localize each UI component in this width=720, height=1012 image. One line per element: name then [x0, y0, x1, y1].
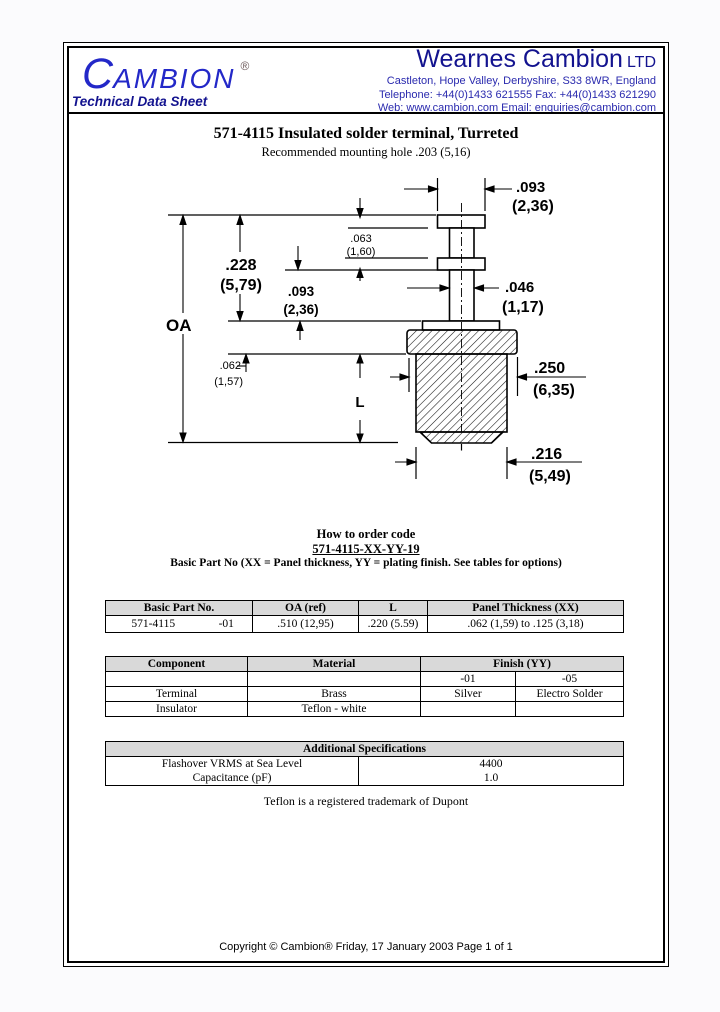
company-web-email: Web: www.cambion.com Email: enquiries@ca… — [377, 102, 656, 114]
oa-label: OA — [166, 316, 192, 335]
dim-flange-in: .062 — [220, 360, 241, 372]
dim-228-mask — [214, 252, 267, 294]
col-l: L — [358, 600, 428, 616]
cell-component: Insulator — [105, 701, 248, 717]
cell-panel: .062 (1,59) to .125 (3,18) — [427, 615, 624, 633]
table-row: Capacitance (pF) 1.0 — [105, 771, 625, 786]
material-table-header-row: Component Material Finish (YY) — [105, 656, 625, 672]
cell-material: Brass — [247, 686, 421, 702]
part-table-row: 571-4115 -01 .510 (12,95) .220 (5.59) .0… — [105, 615, 624, 633]
registered-mark-icon: ® — [240, 59, 250, 73]
dim-groove-mm: (1,60) — [347, 246, 376, 258]
dimension-graphics — [179, 185, 586, 466]
dim-turret-h-in: .228 — [225, 257, 256, 274]
dim-mid-in: .093 — [288, 284, 315, 299]
order-code-note: Basic Part No (XX = Panel thickness, YY … — [170, 557, 562, 569]
table-row: Terminal Brass Silver Electro Solder — [105, 686, 625, 702]
finish-codes-row: -01 -05 — [105, 671, 625, 687]
col-basic-part-no: Basic Part No. — [105, 600, 253, 616]
dim-head-dia-in: .093 — [516, 179, 545, 196]
dim-bottom-mm: (5,49) — [529, 468, 571, 485]
company-suffix: LTD — [626, 54, 656, 71]
cell-finish-01: Silver — [420, 686, 516, 702]
base-plate — [421, 320, 501, 331]
material-finish-table: Component Material Finish (YY) -01 -05 T… — [105, 656, 625, 717]
technical-drawing: .093 (2,36) .063 (1,60) .228 (5,79) .093… — [164, 178, 586, 485]
dim-bottom-in: .216 — [531, 446, 562, 463]
cell-material: Teflon - white — [247, 701, 421, 717]
empty-cell — [247, 671, 421, 687]
terminal-part — [406, 214, 518, 451]
dim-turret-h-mm: (5,79) — [220, 277, 262, 294]
tagline: Technical Data Sheet — [72, 94, 208, 109]
specs-header-row: Additional Specifications — [104, 741, 625, 757]
cell-finish-05 — [514, 701, 625, 717]
table-row: Insulator Teflon - white — [105, 701, 625, 717]
cell-finish-01 — [420, 701, 516, 717]
cell-component: Terminal — [105, 686, 248, 702]
spec-value: 1.0 — [357, 771, 625, 786]
order-code-title: How to order code — [316, 527, 416, 541]
dim-groove-in: .063 — [350, 233, 371, 245]
footer-copyright: Copyright © Cambion® Friday, 17 January … — [219, 941, 513, 953]
dim-post-in: .046 — [505, 279, 534, 296]
additional-specs-table: Additional Specifications Flashover VRMS… — [104, 741, 625, 786]
page-title: 571-4115 Insulated solder terminal, Turr… — [213, 125, 519, 142]
header-divider — [68, 112, 664, 114]
insulator-chamfer — [418, 431, 505, 444]
dim-flange-mm: (1,57) — [214, 376, 243, 388]
spec-value: 4400 — [357, 756, 625, 771]
part-table: Basic Part No. OA (ref) L Panel Thicknes… — [105, 600, 624, 633]
part-table-header-row: Basic Part No. OA (ref) L Panel Thicknes… — [105, 600, 624, 616]
specs-title: Additional Specifications — [104, 741, 625, 757]
cell-l: .220 (5.59) — [358, 615, 428, 633]
page-border-inner — [67, 46, 665, 963]
l-label: L — [355, 394, 364, 411]
dim-head-dia-mm: (2,36) — [512, 198, 554, 215]
dim-post-mm: (1,17) — [502, 299, 544, 316]
empty-cell — [105, 671, 248, 687]
spec-label: Capacitance (pF) — [105, 771, 359, 786]
cell-variant: -01 — [200, 615, 253, 633]
order-code: 571-4115-XX-YY-19 — [312, 541, 420, 556]
insulator-flange — [406, 329, 518, 355]
col-material: Material — [247, 656, 421, 672]
col-oa-ref: OA (ref) — [252, 600, 359, 616]
finish-code-05: -05 — [514, 671, 625, 687]
oa-label-mask — [164, 313, 204, 334]
page-border-outer — [63, 42, 669, 967]
cell-part-no: 571-4115 — [105, 615, 201, 633]
col-component: Component — [105, 656, 248, 672]
spec-label: Flashover VRMS at Sea Level — [105, 756, 359, 771]
cell-oa: .510 (12,95) — [252, 615, 359, 633]
dim-body-in: .250 — [534, 360, 565, 377]
page-subtitle: Recommended mounting hole .203 (5,16) — [261, 145, 471, 159]
dim-mid-mm: (2,36) — [283, 302, 318, 317]
company-address: Castleton, Hope Valley, Derbyshire, S33 … — [386, 75, 656, 87]
trademark-note: Teflon is a registered trademark of Dupo… — [263, 794, 469, 808]
logo-text: AMBION — [113, 63, 236, 94]
table-row: Flashover VRMS at Sea Level 4400 — [105, 756, 625, 771]
company-phone-fax: Telephone: +44(0)1433 621555 Fax: +44(0)… — [378, 88, 656, 101]
finish-code-01: -01 — [420, 671, 516, 687]
col-finish: Finish (YY) — [419, 656, 625, 672]
logo-letter: C — [82, 50, 114, 98]
dim-body-mm: (6,35) — [533, 382, 575, 399]
order-code-block: How to order code 571-4115-XX-YY-19 Basi… — [67, 527, 665, 571]
extension-lines — [168, 178, 519, 479]
cell-finish-05: Electro Solder — [514, 686, 625, 702]
col-panel-thickness: Panel Thickness (XX) — [427, 600, 624, 616]
